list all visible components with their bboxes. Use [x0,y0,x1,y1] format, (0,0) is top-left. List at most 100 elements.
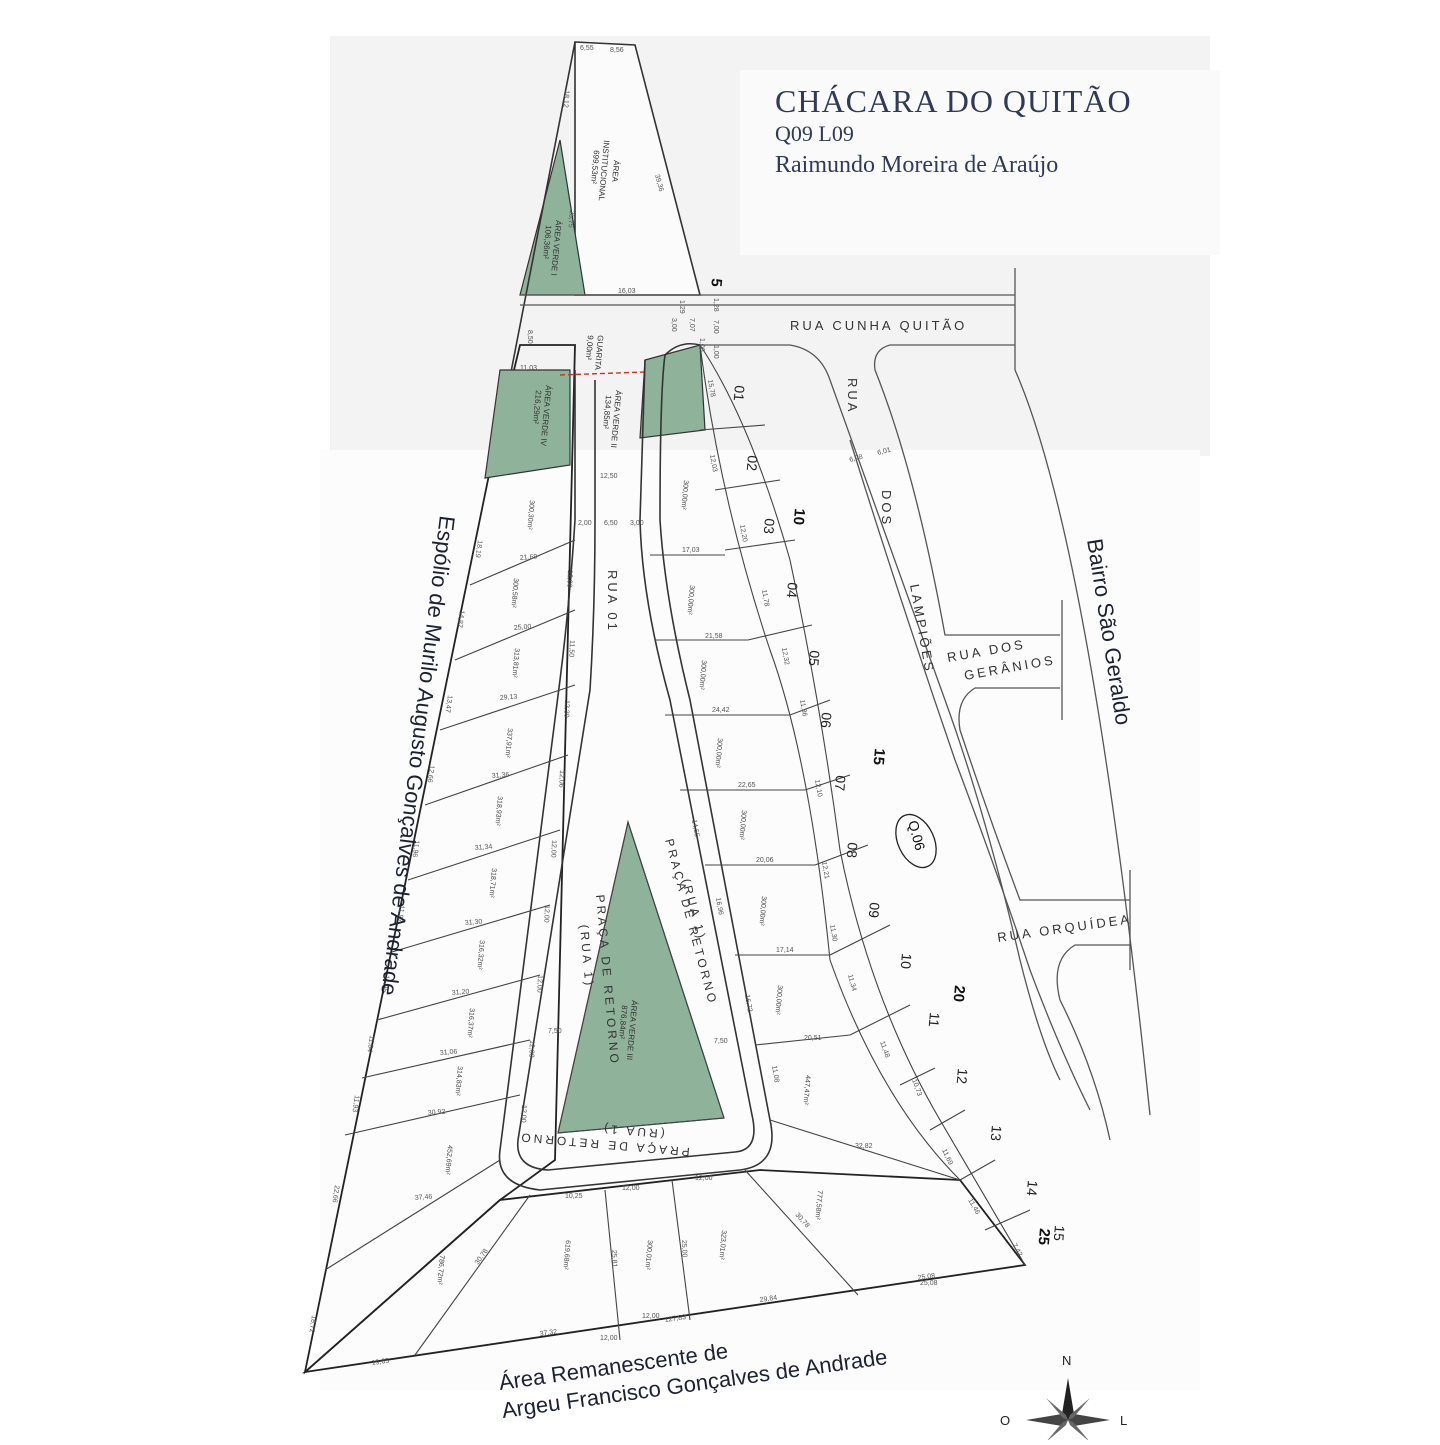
compass-arrow-se [1068,1420,1090,1442]
street-network [520,268,1151,1141]
block-label: Q.06 [905,819,928,853]
lot-number: 12 [954,1068,971,1085]
block-marker: 10 [790,508,808,526]
compass-arrow-sw [1046,1420,1068,1442]
label-rua-lampioes-1: RUA [845,378,860,414]
title-block: CHÁCARA DO QUITÃO Q09 L09 Raimundo Morei… [775,82,1132,182]
dimension-label: 31,20 [452,988,470,997]
dimension-label: 39,36 [653,174,664,193]
label-verde-i-2: 106,36m² [541,225,553,260]
lot-divider [899,1067,936,1086]
block-markers: 5 10 15 20 25 [707,278,1053,1246]
dimension-label: 12,00 [695,1175,713,1182]
dimension-label: 17,14 [776,947,794,954]
east-lot-dividers [650,344,1031,1266]
label-institucional-1: ÁREA [610,160,621,183]
label-rua-lampioes-2: DOS [879,490,894,527]
lot-divider [671,1179,691,1321]
dimension-label: 22,66 [331,1185,340,1203]
lot-area: 318,71m² [487,868,497,899]
lot-number: 11 [926,1012,943,1028]
dimension-label: 11,78 [760,589,770,607]
dimension-label: 12,00 [542,905,550,923]
dimension-label: 24,42 [712,707,730,714]
block-marker: 5 [707,278,725,288]
lot-number: 07 [832,775,849,792]
outer-boundary [302,1169,1027,1374]
dimension-label: 14,55 [690,819,700,838]
dimension-label: 6,01 [877,447,892,457]
label-rua-01: RUA 01 [605,570,620,633]
lot-area: 300,00m² [737,810,747,841]
lot-area: 316,32m² [475,940,485,971]
cunha-quitao-south-edge [700,344,831,381]
rua01-inner [517,359,755,1171]
dimension-label: 7,50 [714,1038,728,1045]
dimension-label: 37,32 [539,1329,557,1338]
lot-number: 04 [784,582,801,599]
west-lot-dividers [324,539,576,1271]
lot-area: 786,72m² [435,1255,445,1286]
dimension-label: 1,29 [678,300,685,314]
dimension-label: 25,00 [680,1240,688,1258]
dimension-label: 13,47 [444,695,453,713]
lot-divider [959,1159,996,1181]
lot-divider [769,1119,961,1181]
dimension-label: 18,19 [474,540,483,558]
lot-number: 06 [818,712,835,729]
dimension-label: 10,25 [565,1193,583,1200]
lot-divider [929,1109,966,1131]
label-verde-iii-2: 876,84m² [617,1005,629,1040]
dimension-label: 8,50 [526,330,533,344]
dimension-label: 12,00 [535,975,543,993]
lot-area: 313,81m² [510,648,520,679]
area-labels: ÁREA INSTITUCIONAL 699,53m² ÁREA VERDE I… [531,140,639,1061]
dimension-label: 12,00 [622,1185,640,1192]
compass-arrow-east [1068,1414,1110,1426]
lot-area: 777,58m² [813,1190,823,1221]
dimension-label: 11,96 [411,840,420,858]
green-area-ii-fill [639,344,706,439]
dimension-label: 12,20 [738,524,748,543]
dimension-label: 11,84 [366,1035,375,1053]
dimension-label: 2,00 [578,520,592,527]
lot-number: 08 [844,842,861,859]
dimension-label: 11,93 [351,1095,360,1113]
lot-area: 300,00m² [679,480,689,511]
lot-divider [724,539,796,551]
dimension-label: 22,65 [738,782,756,789]
east-lot-rear-line [699,344,961,1181]
lot-area: 300,00m² [713,738,723,769]
dimension-label: 12,50 [600,473,618,480]
compass-arrow-nw [1046,1398,1068,1420]
dimension-label: 127,83 [664,1314,686,1324]
page-subtitle-owner: Raimundo Moreira de Araújo [775,152,1059,178]
compass-west-label: O [1000,1413,1010,1428]
lot-divider [391,904,551,953]
dimension-label: 25,08 [920,1280,938,1287]
lot-divider [829,924,891,956]
dimension-label: 25,81 [610,1250,618,1268]
dimension-label: 12,00 [527,1040,535,1058]
label-guarita-1: GUARITA [593,335,605,371]
dimension-label: 29,13 [500,693,518,702]
label-verde-iv-2: 216,29m² [531,390,543,425]
lot-divider [744,1169,859,1296]
dimension-label: 6,55 [580,45,594,52]
lot-divider [424,754,569,806]
lot-area: 337,91m² [503,728,513,759]
dimension-label: 19,65 [371,1358,389,1367]
dimension-label: 7,00 [712,320,719,334]
lampioes-east-edge [874,369,1060,636]
dimension-label: 6,50 [604,520,618,527]
dimension-label: 12,10 [813,779,823,798]
label-rua-cunha-quitao: RUA CUNHA QUITÃO [790,318,967,333]
block-marker: 25 [1035,1228,1053,1246]
lot-divider [699,424,766,431]
dimension-label: 31,36 [492,771,510,780]
dimension-label: 12,00 [549,840,557,858]
guarita-line [559,371,646,376]
dimension-label: 12,00 [565,570,573,588]
block-marker: 20 [950,985,968,1003]
